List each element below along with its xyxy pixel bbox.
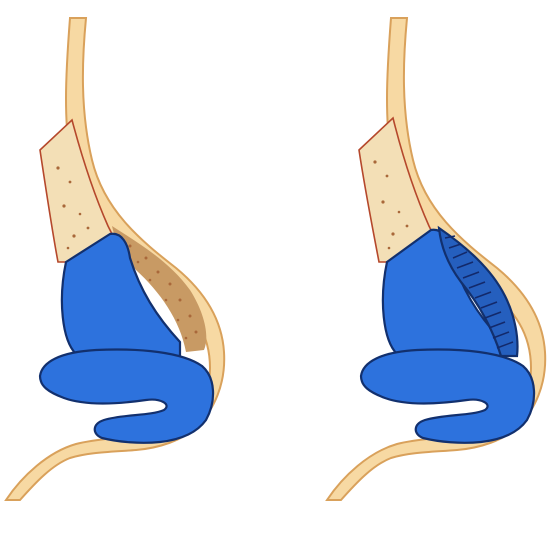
nose-profile-left bbox=[0, 0, 279, 538]
nose-profile-right bbox=[279, 0, 558, 538]
lower-lateral-cartilage-right bbox=[361, 350, 534, 443]
lower-lateral-cartilage-left bbox=[40, 350, 213, 443]
